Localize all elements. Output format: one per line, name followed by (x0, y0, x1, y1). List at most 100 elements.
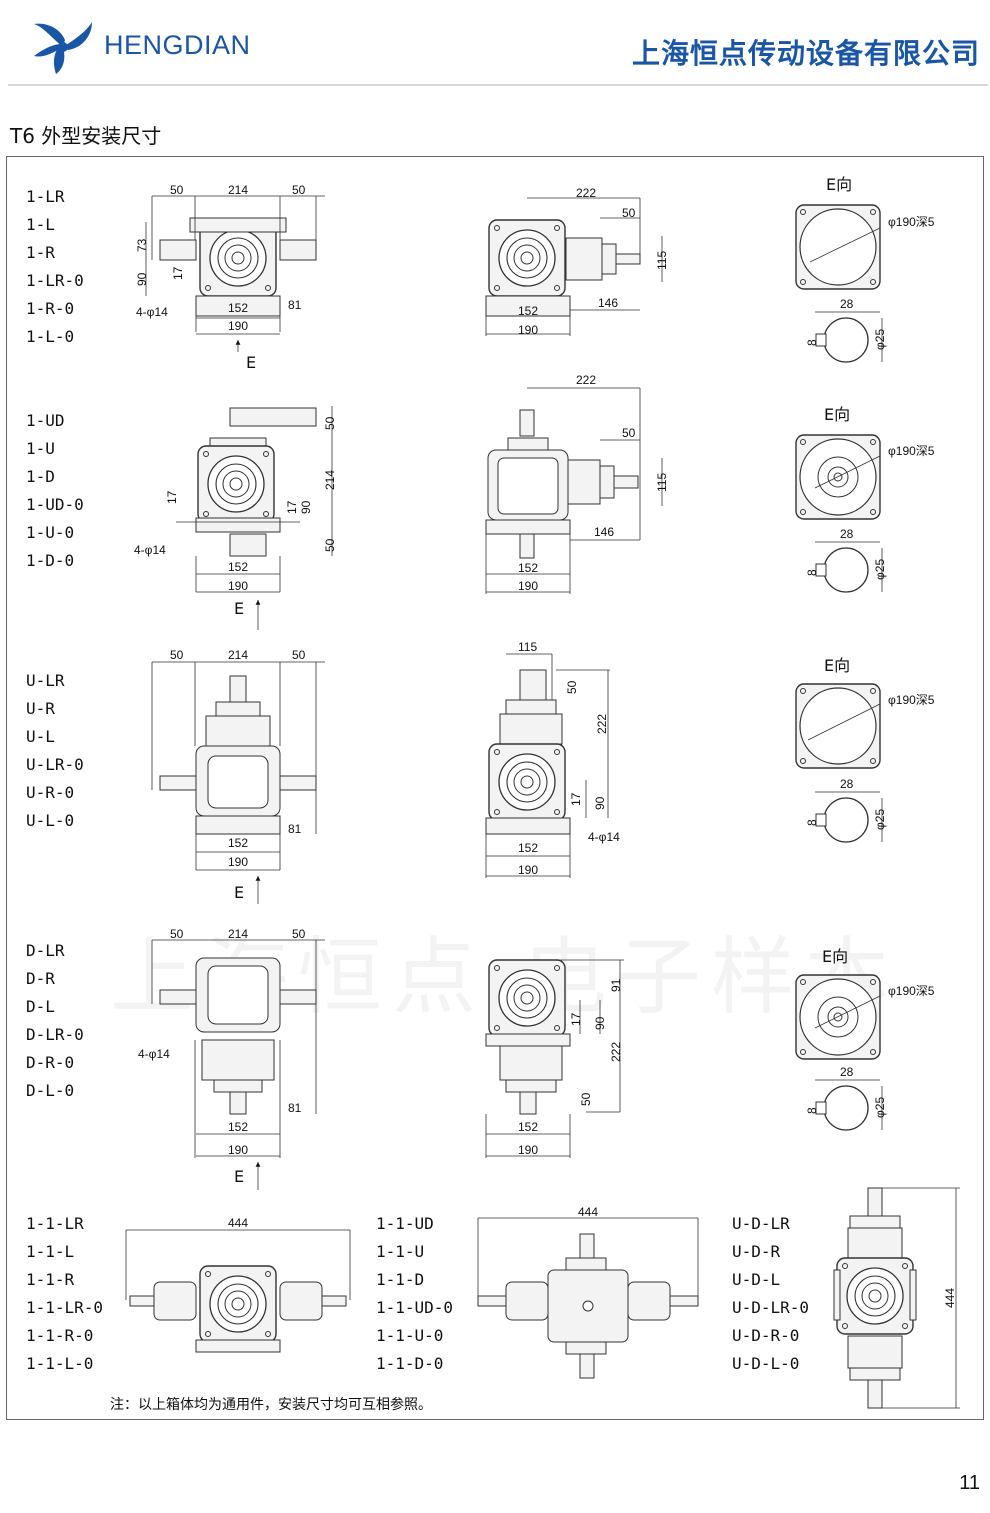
dim-222: 222 (609, 1042, 623, 1062)
e-arrow-label: E (234, 883, 244, 902)
header-divider (8, 84, 988, 86)
dim-50: 50 (292, 927, 306, 941)
dim-25: φ25 (873, 1097, 887, 1118)
side-view-2 (485, 409, 639, 559)
dim-152: 152 (228, 836, 248, 850)
e-view-2 (796, 435, 883, 593)
model-code: 1-U (26, 439, 55, 458)
dimension-lines-2 (176, 406, 333, 630)
dim-17: 17 (569, 792, 583, 806)
e-arrow-label: E (246, 353, 256, 372)
e-view-title: E向 (826, 175, 852, 194)
side-dim-lines-1 (485, 197, 663, 336)
dim-25: φ25 (873, 329, 887, 350)
model-code: 1-1-LR-0 (26, 1298, 104, 1317)
double-view-u-d (833, 1187, 917, 1409)
dim-222: 222 (595, 714, 609, 734)
model-code: 1-UD-0 (26, 495, 84, 514)
model-code: D-L-0 (26, 1081, 75, 1100)
model-code: 1-1-U (376, 1242, 425, 1261)
dimension-lines-1 (145, 195, 325, 352)
dim-152: 152 (518, 304, 538, 318)
model-code: 1-1-D (376, 1270, 425, 1289)
dim-444: 444 (228, 1216, 248, 1230)
dim-146: 146 (594, 525, 614, 539)
dim-50: 50 (292, 648, 306, 662)
model-list-2: 1-UD 1-U 1-D 1-UD-0 1-U-0 1-D-0 (26, 407, 84, 575)
dim-81: 81 (288, 1101, 302, 1115)
model-code: 1-1-U-0 (376, 1326, 444, 1345)
dim-lines-5a (125, 1229, 351, 1300)
model-code: 1-U-0 (26, 523, 75, 542)
dim-190: 190 (228, 855, 248, 869)
dim-50: 50 (579, 1092, 593, 1106)
brand-name: HENGDIAN (104, 30, 251, 60)
dim-holes: 4-φ14 (136, 305, 168, 319)
model-code: 1-LR-0 (26, 271, 84, 290)
side-dim-lines-2 (485, 387, 663, 594)
dim-214: 214 (228, 648, 248, 662)
model-list-5b: 1-1-UD 1-1-U 1-1-D 1-1-UD-0 1-1-U-0 1-1-… (376, 1210, 453, 1378)
dim-holes: 4-φ14 (134, 543, 166, 557)
model-code: U-L-0 (26, 811, 75, 830)
dim-73: 73 (135, 238, 149, 252)
dim-214: 214 (228, 927, 248, 941)
side-view-1 (485, 219, 641, 317)
model-code: U-R (26, 699, 55, 718)
dim-190: 190 (228, 319, 248, 333)
side-dim-lines-4 (485, 959, 624, 1158)
dim-17: 17 (569, 1012, 583, 1026)
model-code: 1-1-L-0 (26, 1354, 94, 1373)
dim-81: 81 (288, 822, 302, 836)
model-list-5a: 1-1-LR 1-1-L 1-1-R 1-1-LR-0 1-1-R-0 1-1-… (26, 1210, 103, 1378)
dim-8: 8 (805, 1107, 819, 1114)
model-code: U-R-0 (26, 783, 75, 802)
model-code: 1-R-0 (26, 299, 75, 318)
dim-90: 90 (135, 272, 149, 286)
model-code: 1-1-UD (376, 1214, 434, 1233)
dim-17: 17 (165, 490, 179, 504)
e-arrow-label: E (234, 599, 244, 618)
dim-50: 50 (170, 648, 184, 662)
swirl-logo-icon (34, 22, 92, 74)
dim-91: 91 (609, 978, 623, 992)
model-code: U-D-R (732, 1242, 781, 1261)
model-list-5c: U-D-LR U-D-R U-D-L U-D-LR-0 U-D-R-0 U-D-… (732, 1210, 809, 1378)
dim-28: 28 (840, 1065, 854, 1079)
dim-28: 28 (840, 527, 854, 541)
model-code: 1-1-LR (26, 1214, 84, 1233)
dim-115: 115 (655, 473, 669, 492)
dim-81: 81 (288, 298, 302, 312)
model-code: 1-L (26, 215, 55, 234)
model-code: D-R (26, 969, 55, 988)
footnote: 注：以上箱体均为通用件，安装尺寸均可互相参照。 (110, 1397, 432, 1413)
dim-152: 152 (518, 561, 538, 575)
dim-25: φ25 (873, 809, 887, 830)
dim-90: 90 (593, 796, 607, 810)
dim-190: 190 (228, 1143, 248, 1157)
section-title: T6 外型安装尺寸 (10, 124, 162, 148)
model-code: 1-L-0 (26, 327, 75, 346)
dim-152: 152 (518, 1120, 538, 1134)
model-code: U-D-R-0 (732, 1326, 800, 1345)
dim-190: 190 (518, 579, 538, 593)
model-code: U-LR-0 (26, 755, 84, 774)
dim-flange: φ190深5 (888, 984, 935, 998)
side-dim-lines-3 (485, 653, 610, 878)
dim-190: 190 (228, 579, 248, 593)
dim-214: 214 (323, 470, 337, 490)
dim-152: 152 (228, 301, 248, 315)
side-view-3 (485, 669, 571, 835)
dim-holes: 4-φ14 (588, 830, 620, 844)
e-view-3 (795, 683, 883, 843)
model-code: 1-UD (26, 411, 65, 430)
model-code: D-LR (26, 941, 65, 960)
dim-50: 50 (323, 416, 337, 430)
dim-190: 190 (518, 323, 538, 337)
dim-222: 222 (576, 373, 596, 387)
model-code: D-LR-0 (26, 1025, 84, 1044)
dimension-lines-4 (151, 939, 325, 1190)
double-view-lr (129, 1265, 347, 1353)
dim-190: 190 (518, 1143, 538, 1157)
